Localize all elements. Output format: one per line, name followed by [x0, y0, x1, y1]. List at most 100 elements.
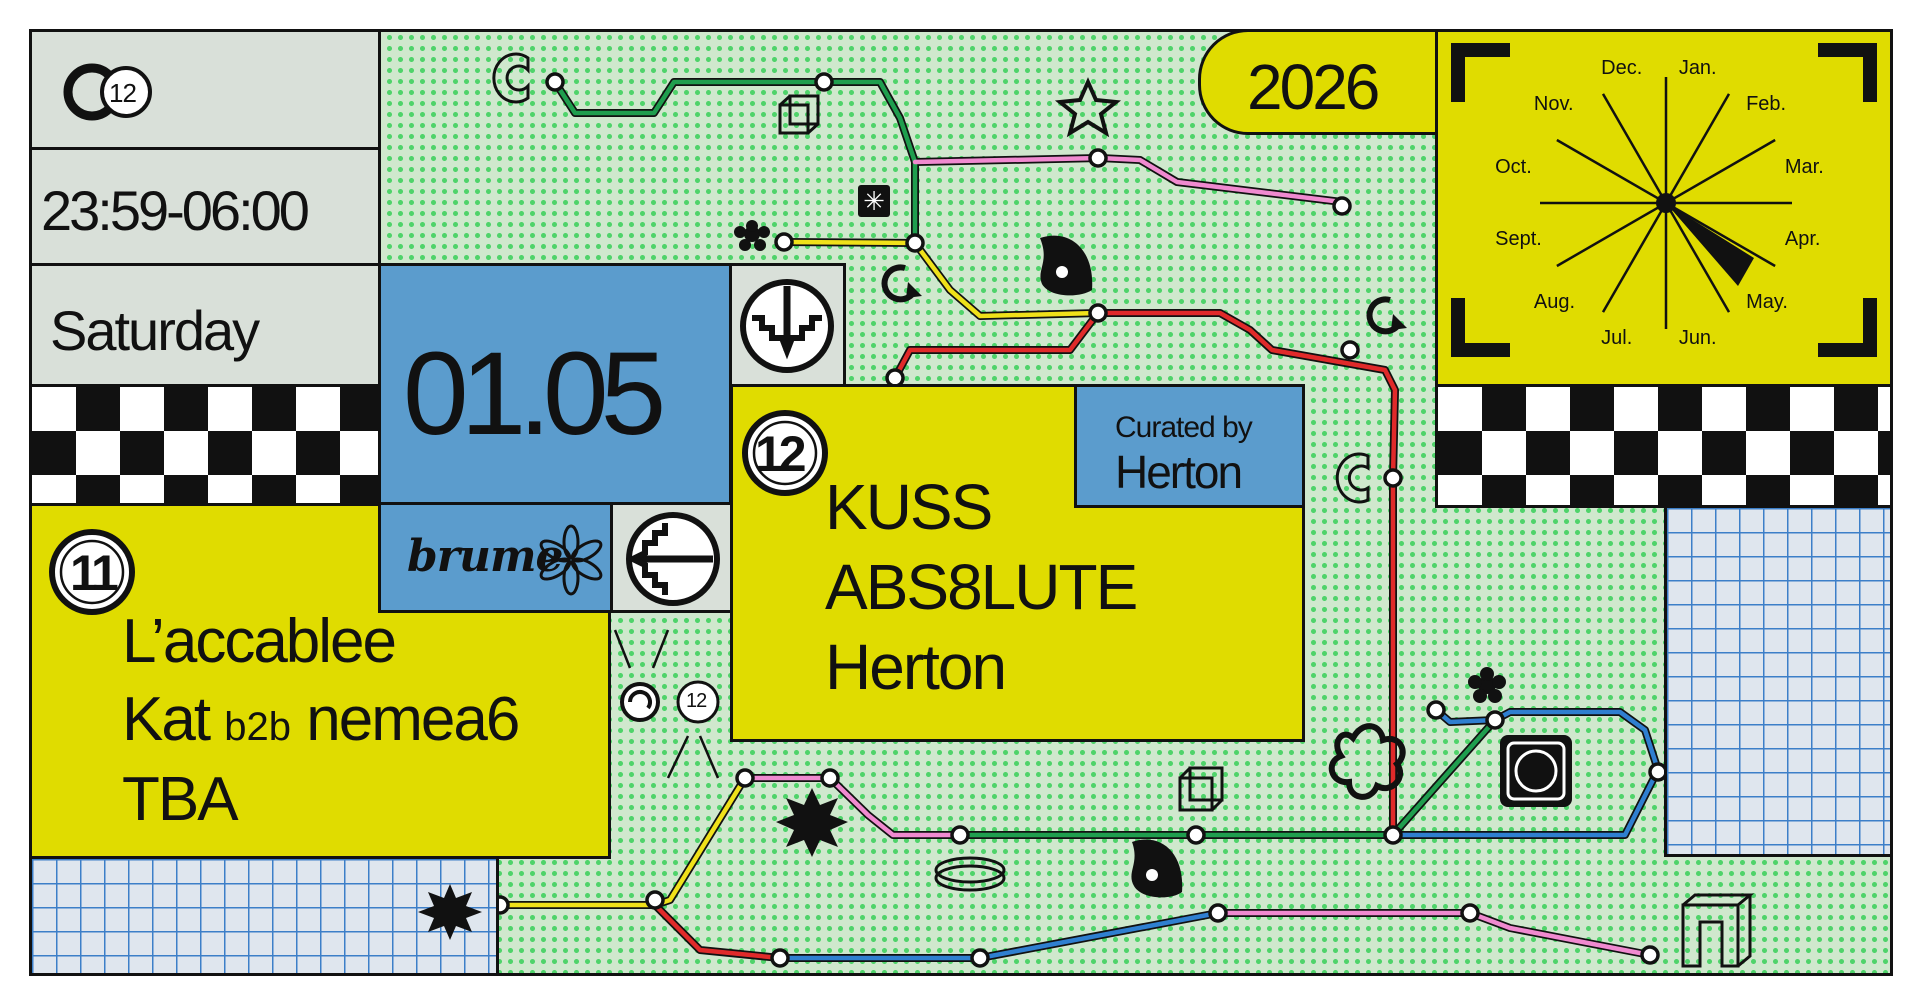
- blob-bird-icon: [1040, 235, 1093, 296]
- dial-month-label: May.: [1746, 290, 1788, 313]
- room-11-artist-2b: nemea6: [306, 685, 520, 754]
- day-cell: Saturday: [29, 263, 381, 387]
- station: [1186, 825, 1206, 845]
- room-12-artist-2: ABS8LUTE: [825, 551, 1138, 623]
- station: [1383, 825, 1403, 845]
- badge-11-icon: [49, 529, 135, 615]
- venue-cell: brume: [378, 502, 613, 613]
- dial-month-label: Apr.: [1784, 228, 1821, 251]
- small-flower-icon: [734, 220, 770, 251]
- station: [1208, 903, 1228, 923]
- logo-badge-number: 12: [109, 78, 137, 108]
- star-outline-icon: [1054, 77, 1122, 138]
- dial-month-label: Dec.: [1601, 56, 1643, 79]
- blob-bird-icon-lower: [1131, 839, 1183, 898]
- map-badge-number: 12: [686, 690, 707, 712]
- arrow-down-cell: [729, 263, 846, 387]
- c-outline-icon-right: [1335, 452, 1370, 504]
- dial-month-label: Nov.: [1533, 93, 1574, 115]
- room-12-artist-1: KUSS: [825, 471, 993, 543]
- pointer-arrows-icon: [613, 629, 720, 779]
- small-flower-icon-right: [1468, 667, 1506, 703]
- starburst-icon: [776, 788, 848, 857]
- swirl-icon: [620, 682, 660, 722]
- rotate-arrow-icon: [881, 264, 922, 303]
- time-range: 23:59-06:00: [41, 179, 310, 242]
- event-year: 2026: [1247, 51, 1380, 123]
- dial-hand: [1666, 203, 1754, 286]
- dial-month-label: Jun.: [1678, 327, 1717, 350]
- asterisk-box-icon: [858, 185, 890, 217]
- room-12-badge-number: 12: [755, 426, 807, 482]
- viewfinder-corners: [1451, 43, 1877, 357]
- arrow-left-icon: [626, 512, 720, 606]
- arrow-down-icon: [740, 279, 834, 373]
- room-11-artist-2a: Kat: [122, 685, 211, 754]
- station: [950, 825, 970, 845]
- map-badge-icon: [676, 680, 720, 724]
- curator-name: Herton: [1115, 446, 1243, 498]
- badge-12-icon: [742, 410, 828, 496]
- room-11-artist-2: Kat b2b nemea6: [122, 684, 520, 755]
- rotate-arrow-icon-right: [1366, 296, 1407, 335]
- arrow-left-cell: [610, 502, 734, 613]
- station: [1088, 303, 1108, 323]
- dial-face: [1451, 43, 1877, 357]
- room-11-badge-number: 11: [70, 545, 119, 601]
- curator-cell: Curated by Herton: [1074, 384, 1305, 508]
- station: [770, 948, 790, 968]
- curated-by-label: Curated by: [1115, 411, 1253, 444]
- dial-month-label: Aug.: [1533, 290, 1576, 313]
- station: [1426, 700, 1446, 720]
- starburst-icon-left: [418, 884, 482, 940]
- year-pill: 2026: [1198, 29, 1438, 135]
- station: [820, 768, 840, 788]
- cube-icon-lower: [1178, 766, 1224, 812]
- flower-logo-icon: [539, 524, 603, 596]
- dial-month-label: Mar.: [1784, 155, 1824, 178]
- event-date: 01.05: [403, 328, 666, 460]
- record-button-icon: [1500, 735, 1572, 807]
- flower-outline-icon: [1328, 723, 1406, 800]
- station: [1332, 196, 1352, 216]
- station: [1460, 903, 1480, 923]
- room-12-artist-3: Herton: [825, 631, 1007, 703]
- grid-paper-bottom-left: [29, 856, 499, 976]
- dial-month-label: Jul.: [1601, 327, 1633, 350]
- svg-text:✳: ✳: [863, 187, 885, 217]
- station: [645, 890, 665, 910]
- grid-paper-right: [1664, 505, 1893, 857]
- station: [970, 948, 990, 968]
- day-label: Saturday: [50, 299, 260, 362]
- station: [1088, 148, 1108, 168]
- station: [735, 768, 755, 788]
- c12-logo-icon: [63, 63, 152, 121]
- station: [545, 72, 565, 92]
- cube-icon: [778, 94, 820, 135]
- station: [905, 233, 925, 253]
- station: [1340, 340, 1360, 360]
- dial-month-label: Oct.: [1495, 155, 1532, 178]
- c-outline-icon: [492, 52, 530, 104]
- room-11-artist-3: TBA: [122, 765, 239, 834]
- n-block-icon: [1681, 893, 1755, 968]
- dial-month-label: Jan.: [1678, 56, 1717, 79]
- station: [774, 232, 794, 252]
- metro-stations: [490, 72, 1668, 968]
- station: [814, 72, 834, 92]
- dial-center: [1656, 193, 1676, 213]
- checker-strip-right: [1435, 384, 1893, 508]
- room-11-artist-1: L’accablee: [122, 607, 397, 676]
- station: [1485, 710, 1505, 730]
- room-11-b2b: b2b: [224, 705, 292, 749]
- venue-logo-text: brume: [407, 531, 563, 582]
- ring-icon: [934, 856, 1006, 892]
- calendar-dial-panel: Jan. Feb. Mar. Apr. May. Jun. Jul. Aug. Sept. Oct…: [1435, 29, 1893, 387]
- dial-month-label: Feb.: [1746, 93, 1787, 115]
- station: [1640, 945, 1660, 965]
- dial-month-label: Sept.: [1495, 228, 1542, 251]
- time-cell: 23:59-06:00: [29, 147, 381, 266]
- station: [1383, 468, 1403, 488]
